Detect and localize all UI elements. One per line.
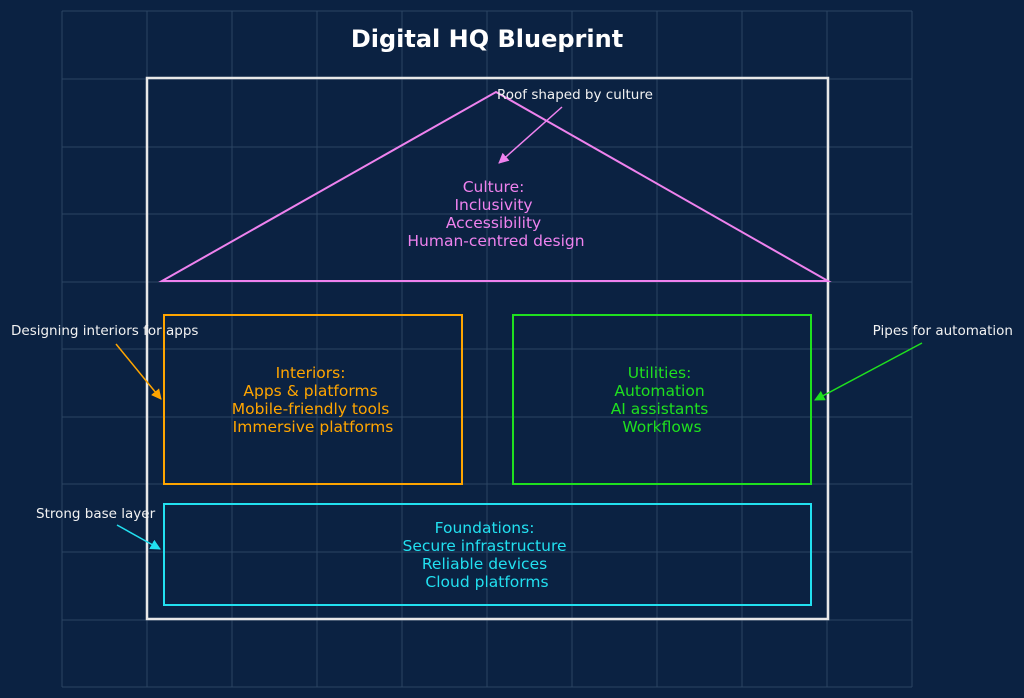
utilities-label: Utilities: Automation AI assistants Work…: [611, 364, 714, 436]
house-frame: [145, 76, 830, 621]
callout-foundations-text: Strong base layer: [36, 506, 156, 522]
utilities-line: Automation: [614, 382, 704, 400]
callout-interiors-arrow: [115, 343, 162, 400]
callout-roof-arrow: [498, 106, 563, 164]
interiors-line: Apps & platforms: [243, 382, 377, 400]
utilities-line: Utilities:: [628, 364, 692, 382]
foundations-line: Secure infrastructure: [403, 537, 567, 555]
callout-foundations-arrow: [116, 524, 161, 550]
interiors-line: Mobile-friendly tools: [232, 400, 390, 418]
interiors-box: [163, 314, 463, 485]
utilities-line: AI assistants: [611, 400, 709, 418]
culture-line: Accessibility: [446, 214, 541, 232]
callout-utilities-arrow: [814, 342, 923, 401]
interiors-line: Immersive platforms: [233, 418, 394, 436]
culture-line: Culture:: [463, 178, 525, 196]
callout-interiors-text: Designing interiors for apps: [11, 323, 198, 339]
culture-line: Human-centred design: [407, 232, 584, 250]
foundations-box: [163, 503, 812, 606]
utilities-line: Workflows: [622, 418, 701, 436]
culture-line: Inclusivity: [454, 196, 532, 214]
culture-label: Culture: Inclusivity Accessibility Human…: [407, 178, 584, 250]
foundations-line: Foundations:: [435, 519, 535, 537]
foundations-label: Foundations: Secure infrastructure Relia…: [403, 519, 572, 591]
page-title: Digital HQ Blueprint: [351, 25, 623, 53]
callout-roof-text: Roof shaped by culture: [497, 87, 653, 103]
interiors-label: Interiors: Apps & platforms Mobile-frien…: [232, 364, 395, 436]
interiors-line: Interiors:: [276, 364, 346, 382]
foundations-line: Cloud platforms: [425, 573, 548, 591]
roof-triangle: [158, 90, 832, 282]
utilities-box: [512, 314, 812, 485]
foundations-line: Reliable devices: [422, 555, 547, 573]
callout-utilities-text: Pipes for automation: [873, 323, 1013, 339]
